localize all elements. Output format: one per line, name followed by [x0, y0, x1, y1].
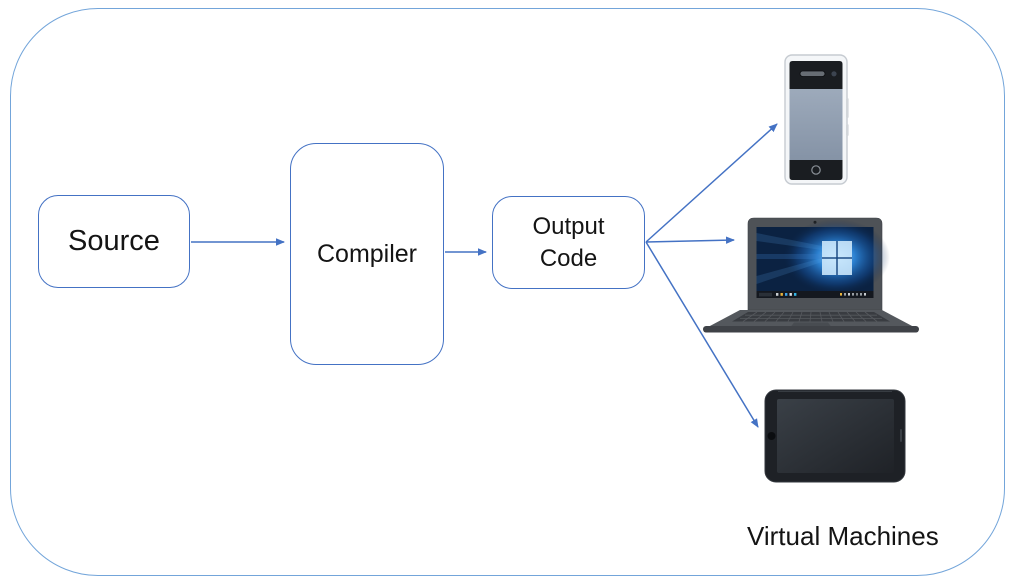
tablet-camera [767, 432, 776, 440]
node-compiler: Compiler [290, 143, 444, 365]
tablet-side-slot [900, 429, 902, 442]
node-source: Source [38, 195, 190, 288]
diagram-frame-border [10, 8, 1005, 576]
laptop-bottom-edge [703, 326, 919, 333]
arrow-output-to-laptop [645, 236, 735, 244]
tablet-screen [777, 399, 894, 473]
laptop-touchpad [791, 322, 831, 327]
tablet-icon [764, 389, 906, 483]
node-compiler-label: Compiler [316, 239, 418, 268]
connector-arrows [191, 123, 778, 428]
virtual-machines-label: Virtual Machines [747, 521, 939, 551]
phone-camera [831, 71, 837, 77]
node-source-label: Source [68, 225, 160, 257]
arrow-output-to-smartphone [645, 123, 778, 243]
laptop-taskbar [756, 291, 874, 298]
arrow-output-to-tablet [645, 241, 759, 428]
phone-bottom-bezel [789, 160, 843, 180]
phone-home-button [811, 165, 821, 175]
laptop-screen [756, 219, 890, 298]
phone-side-button [846, 98, 849, 118]
smartphone-icon [784, 54, 849, 185]
laptop-windows-icon [703, 217, 919, 333]
phone-screen [789, 89, 843, 160]
node-output-code: Output Code [492, 196, 645, 289]
node-output-code-label: Output Code [532, 213, 605, 272]
phone-speaker [799, 70, 826, 77]
phone-side-button-2 [846, 124, 849, 136]
laptop-keyboard [732, 311, 890, 322]
